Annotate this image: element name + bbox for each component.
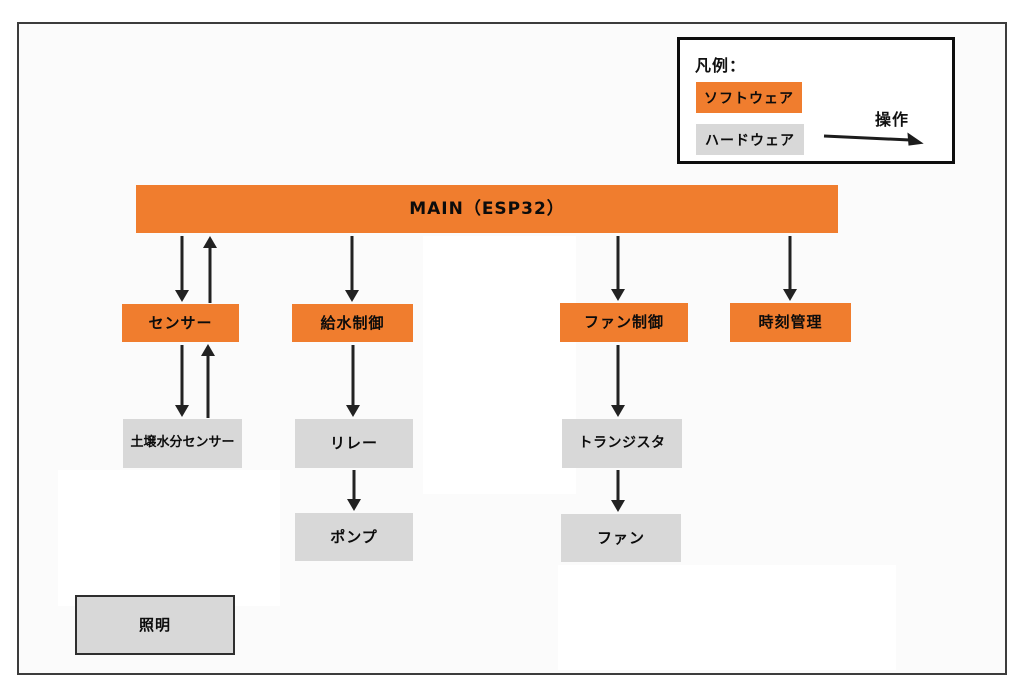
- arrow-soil-sensor-to-sensor: [201, 344, 215, 418]
- arrow-main-to-time-management: [783, 236, 797, 301]
- white-patch: [558, 565, 896, 670]
- operation-label: 操作: [875, 110, 910, 129]
- node-lighting: 照明: [75, 595, 235, 655]
- node-fan: ファン: [561, 514, 681, 562]
- arrow-sensor-to-soil-sensor: [175, 345, 189, 417]
- node-sensor-module: センサー: [122, 304, 239, 342]
- white-patch: [423, 236, 576, 494]
- node-relay: リレー: [295, 419, 413, 468]
- node-transistor: トランジスタ: [562, 419, 682, 468]
- node-pump: ポンプ: [295, 513, 413, 561]
- legend-operation: 操作: [820, 100, 940, 156]
- node-main-esp32: MAIN（ESP32）: [136, 185, 838, 233]
- operation-arrow-icon: [823, 132, 924, 146]
- legend-box: 凡例： ソフトウェア ハードウェア 操作: [677, 37, 955, 164]
- arrow-water-control-to-relay: [346, 345, 360, 417]
- arrow-main-to-fan-control: [611, 236, 625, 301]
- white-patch: [58, 470, 280, 606]
- legend-title: 凡例：: [695, 56, 747, 75]
- software-swatch: ソフトウェア: [696, 82, 802, 113]
- node-soil-moisture-sensor: 土壌水分センサー: [123, 419, 242, 468]
- arrow-fan-control-to-transistor: [611, 345, 625, 417]
- node-water-control: 給水制御: [292, 304, 413, 342]
- arrow-main-to-sensor: [175, 236, 189, 302]
- node-time-management: 時刻管理: [730, 303, 851, 342]
- hardware-swatch: ハードウェア: [696, 124, 804, 155]
- arrow-sensor-to-main: [203, 236, 217, 303]
- arrow-main-to-water-control: [345, 236, 359, 302]
- arrow-transistor-to-fan: [611, 470, 625, 512]
- node-fan-control: ファン制御: [560, 303, 688, 342]
- arrow-relay-to-pump: [347, 470, 361, 511]
